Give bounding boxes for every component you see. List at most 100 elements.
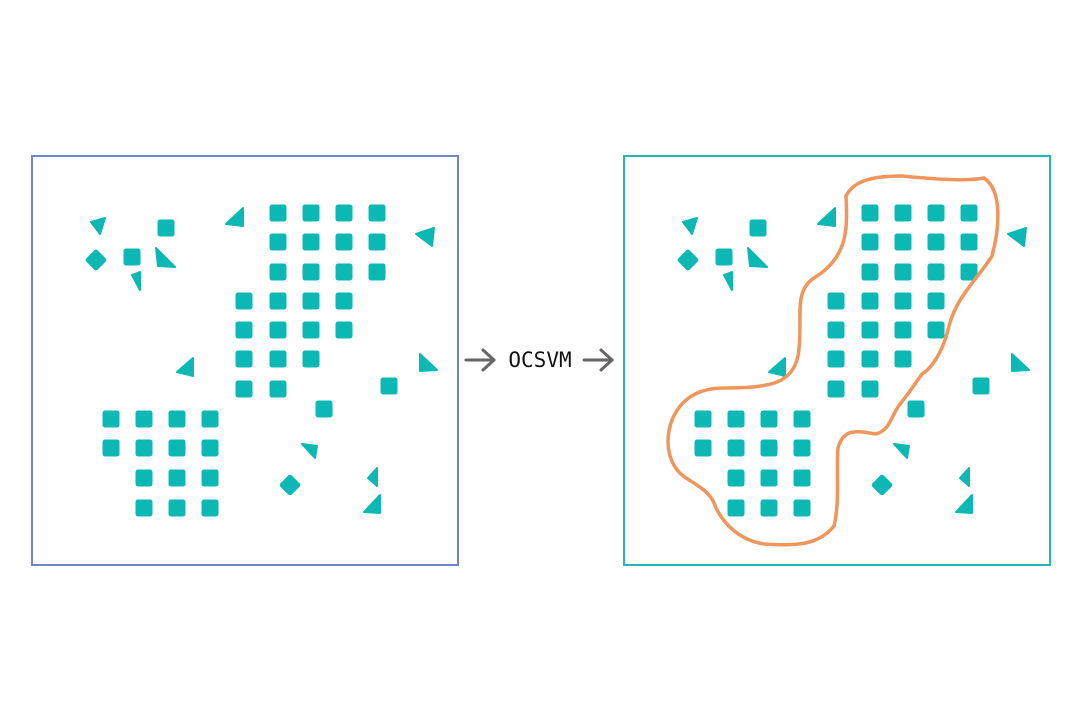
outlier-point (415, 227, 435, 247)
data-point-square (727, 439, 745, 457)
data-point-square (827, 350, 845, 368)
data-point-square (960, 204, 978, 222)
data-point-square (135, 439, 153, 457)
data-point-diamond (871, 474, 893, 496)
data-point-square (727, 469, 745, 487)
outlier-point (1011, 353, 1030, 372)
data-point-square (760, 499, 778, 517)
data-point-square (894, 263, 912, 281)
data-point-square (269, 204, 287, 222)
data-point-square (927, 292, 945, 310)
data-point-square (960, 233, 978, 251)
data-point-square (302, 233, 320, 251)
outlier-point (817, 207, 836, 227)
data-point-square (894, 233, 912, 251)
data-point-square (793, 410, 811, 428)
method-label: OCSVM (464, 348, 614, 372)
data-point-square (861, 380, 879, 398)
data-point-square (927, 233, 945, 251)
data-point-square (760, 439, 778, 457)
data-point-square (894, 204, 912, 222)
data-point-square (793, 439, 811, 457)
data-point-square (302, 292, 320, 310)
data-point-square (302, 350, 320, 368)
data-point-square (727, 410, 745, 428)
data-point-square (380, 377, 398, 395)
data-point-square (335, 321, 353, 339)
data-point-square (960, 263, 978, 281)
data-point-square (694, 439, 712, 457)
data-point-square (201, 499, 219, 517)
data-point-square (102, 439, 120, 457)
data-point-square (927, 204, 945, 222)
data-point-square (760, 410, 778, 428)
data-point-square (123, 248, 141, 266)
data-point-square (894, 321, 912, 339)
outlier-point (747, 247, 768, 268)
data-point-square (861, 292, 879, 310)
data-point-square (861, 233, 879, 251)
data-point-square (793, 499, 811, 517)
outlier-point (959, 467, 970, 487)
output-panel (623, 155, 1051, 566)
data-point-square (302, 263, 320, 281)
outlier-point (419, 353, 438, 372)
outlier-point (301, 443, 318, 459)
data-point-square (368, 263, 386, 281)
data-point-square (335, 292, 353, 310)
data-point-square (269, 233, 287, 251)
right-arrow-icon (582, 348, 614, 372)
data-point-diamond (677, 249, 699, 271)
data-point-square (135, 499, 153, 517)
data-point-square (135, 410, 153, 428)
data-point-square (102, 410, 120, 428)
data-point-square (201, 469, 219, 487)
data-point-square (269, 263, 287, 281)
data-point-square (715, 248, 733, 266)
data-point-square (168, 439, 186, 457)
outlier-point (225, 207, 244, 227)
data-point-square (315, 400, 333, 418)
data-point-square (861, 204, 879, 222)
data-point-square (861, 263, 879, 281)
outlier-point (90, 217, 106, 235)
input-panel-frame (31, 155, 459, 566)
data-point-square (827, 321, 845, 339)
data-point-square (302, 204, 320, 222)
data-point-square (760, 469, 778, 487)
output-panel-frame (623, 155, 1051, 566)
data-point-square (269, 321, 287, 339)
outlier-point (155, 247, 176, 268)
data-point-square (335, 263, 353, 281)
data-point-square (894, 350, 912, 368)
data-point-square (749, 219, 767, 237)
data-point-square (827, 380, 845, 398)
input-panel (31, 155, 459, 566)
data-point-square (335, 204, 353, 222)
outlier-point (893, 443, 910, 459)
data-point-square (201, 410, 219, 428)
data-point-square (927, 321, 945, 339)
data-point-square (269, 292, 287, 310)
outlier-point (367, 467, 378, 487)
method-name: OCSVM (508, 348, 571, 372)
data-point-square (269, 350, 287, 368)
data-point-square (894, 292, 912, 310)
data-point-square (727, 499, 745, 517)
data-point-square (201, 439, 219, 457)
data-point-square (368, 204, 386, 222)
right-arrow-icon (464, 348, 496, 372)
data-point-square (861, 350, 879, 368)
output-data-points (677, 204, 1030, 517)
outlier-point (131, 271, 141, 291)
data-point-square (793, 469, 811, 487)
data-point-square (302, 321, 320, 339)
data-point-square (927, 263, 945, 281)
data-point-diamond (85, 249, 107, 271)
data-point-diamond (279, 474, 301, 496)
outlier-point (176, 357, 194, 377)
data-point-square (907, 400, 925, 418)
outlier-point (682, 217, 698, 235)
input-data-points (85, 204, 438, 517)
